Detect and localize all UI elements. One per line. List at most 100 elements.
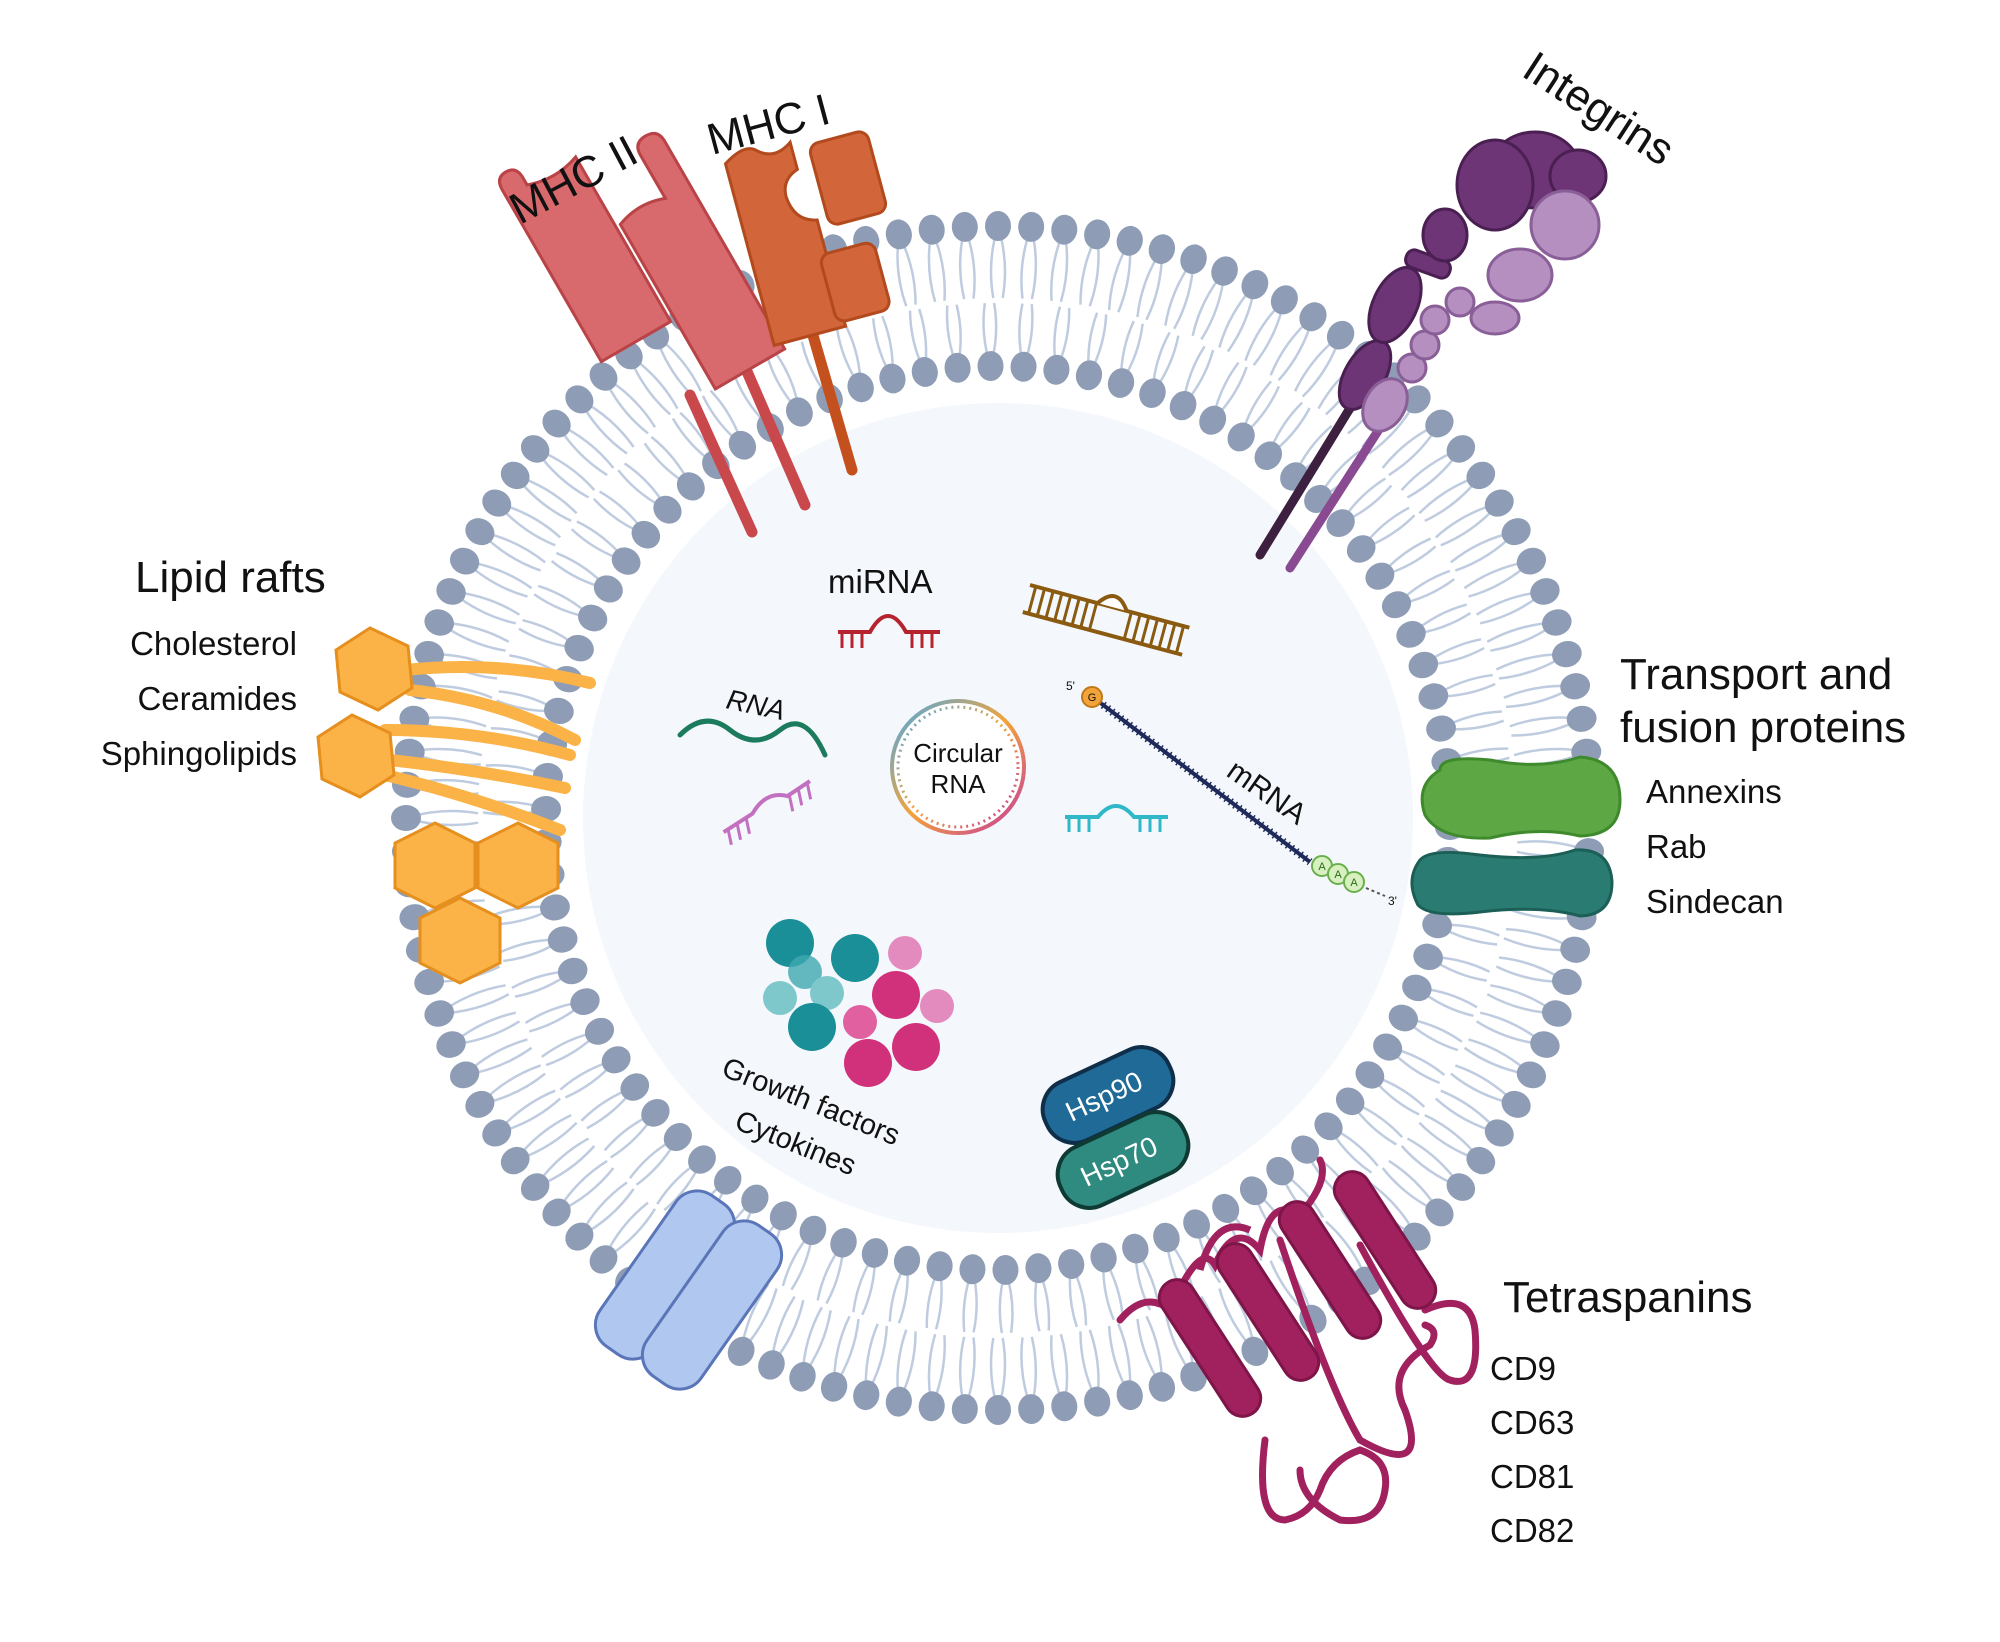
rna-strand [677,718,828,758]
lipid-head [449,1061,480,1089]
lipid-head [424,1000,455,1027]
mhc-ii-protein [498,131,811,538]
poly-a-label-2: A [1334,869,1342,881]
lipid-head [557,957,588,985]
base-pair-rung [1140,616,1151,645]
lipid-head [1501,518,1531,546]
lipid-head [465,1090,495,1118]
lipid-head [631,520,661,549]
poly-a-label-1: A [1318,861,1326,873]
lipid-head [520,1173,550,1201]
lipid-head [1484,1119,1514,1147]
lipid-head [584,1017,615,1045]
lipid-head [769,1201,797,1231]
lipid-head [1266,1156,1294,1186]
lipid-head [1560,936,1591,963]
lipid-head [847,372,874,403]
lipid-head [885,1386,912,1417]
rab-protein [1410,848,1614,918]
lipid-head [918,214,945,245]
lipid-head [1084,1386,1111,1417]
transport-item-rab: Rab [1646,828,1707,865]
lipid-head [1018,211,1045,242]
tetraspanin-item-cd81: CD81 [1490,1458,1575,1495]
lipid-head [879,363,906,394]
transport-item-sindecan: Sindecan [1646,883,1784,920]
lipid-head [663,1123,692,1152]
lipid-head [1413,943,1443,971]
poly-a-label-3: A [1350,877,1358,889]
tetraspanin-item-cd82: CD82 [1490,1512,1575,1549]
lipid-head [436,578,466,605]
tetraspanin-protein [1116,1156,1480,1525]
lipid-raft-molecules [316,626,596,985]
small-rna-cyan [1065,804,1168,832]
lipid-rafts-title: Lipid rafts [135,553,326,602]
growth-factor-cytokine-cluster [763,919,954,1087]
circular-rna-label-line1: Circular [913,738,1003,768]
lipid-head [918,1391,945,1422]
lipid-head [1025,1253,1052,1284]
lipid-head [1183,1209,1211,1239]
base-pair-rung [1079,600,1090,628]
lipid-head [758,1350,785,1380]
lipid-head [589,362,618,391]
lipid-head [1552,968,1582,996]
lipid-head [853,1380,880,1411]
lipid-head [1408,651,1439,679]
lipid-head [1552,640,1582,668]
lipid-head [1180,1361,1207,1392]
lipid-head [414,968,444,996]
lipid-head [1425,1198,1454,1227]
lipid-head [1148,1372,1176,1402]
lipid-head [414,640,444,668]
lipid-head [1426,715,1456,742]
poly-a-bead [1343,871,1365,893]
base-pair-rung [1087,602,1099,631]
lipid-head [977,351,1004,382]
lipid-head [1241,269,1269,300]
lipid-head [1501,1090,1531,1118]
lipid-head [1346,535,1376,563]
base-pair-rung [1035,588,1046,617]
lipid-head [531,795,562,822]
lipid-head [1211,256,1238,286]
lipid-head [926,1251,953,1282]
lipid-head [951,211,978,242]
lipid-head [449,547,480,575]
lipid-head [992,1254,1019,1285]
lipid-head [465,518,495,546]
lipid-head [1530,578,1560,605]
lipid-head [1212,1193,1240,1223]
lipid-head [1466,461,1496,490]
lipid-head [1180,244,1207,275]
lipid-head [1396,621,1426,648]
lipid-head [820,1372,848,1402]
base-pair-rung [1157,621,1168,649]
lipid-head [1446,435,1476,463]
base-pair-rung [1044,590,1055,619]
lipid-head [985,1395,1011,1425]
lipid-head [959,1254,986,1285]
lipid-head [1373,1033,1403,1061]
lipid-head [1227,422,1255,452]
lipid-head [830,1228,857,1258]
lipid-head [1169,390,1197,421]
lipid-head [1326,509,1355,538]
mrna-5prime-label: 5' [1066,679,1075,693]
mrna-cap-label: G [1088,692,1097,704]
base-pair-rung [1053,593,1064,621]
lipid-head [1116,225,1143,256]
lipid-head [1402,974,1432,1002]
lipid-head [885,219,912,250]
integrin-protein [1255,130,1608,573]
lipid-head [1402,385,1431,414]
lipid-head [482,1119,512,1147]
lipid-head [1291,1135,1320,1164]
lipid-head [1239,1176,1268,1206]
double-stranded-rna-hairpin [1022,583,1190,657]
annexin-protein [1420,755,1622,840]
lipid-head [482,489,512,517]
transport-title-line1: Transport and [1620,650,1893,699]
